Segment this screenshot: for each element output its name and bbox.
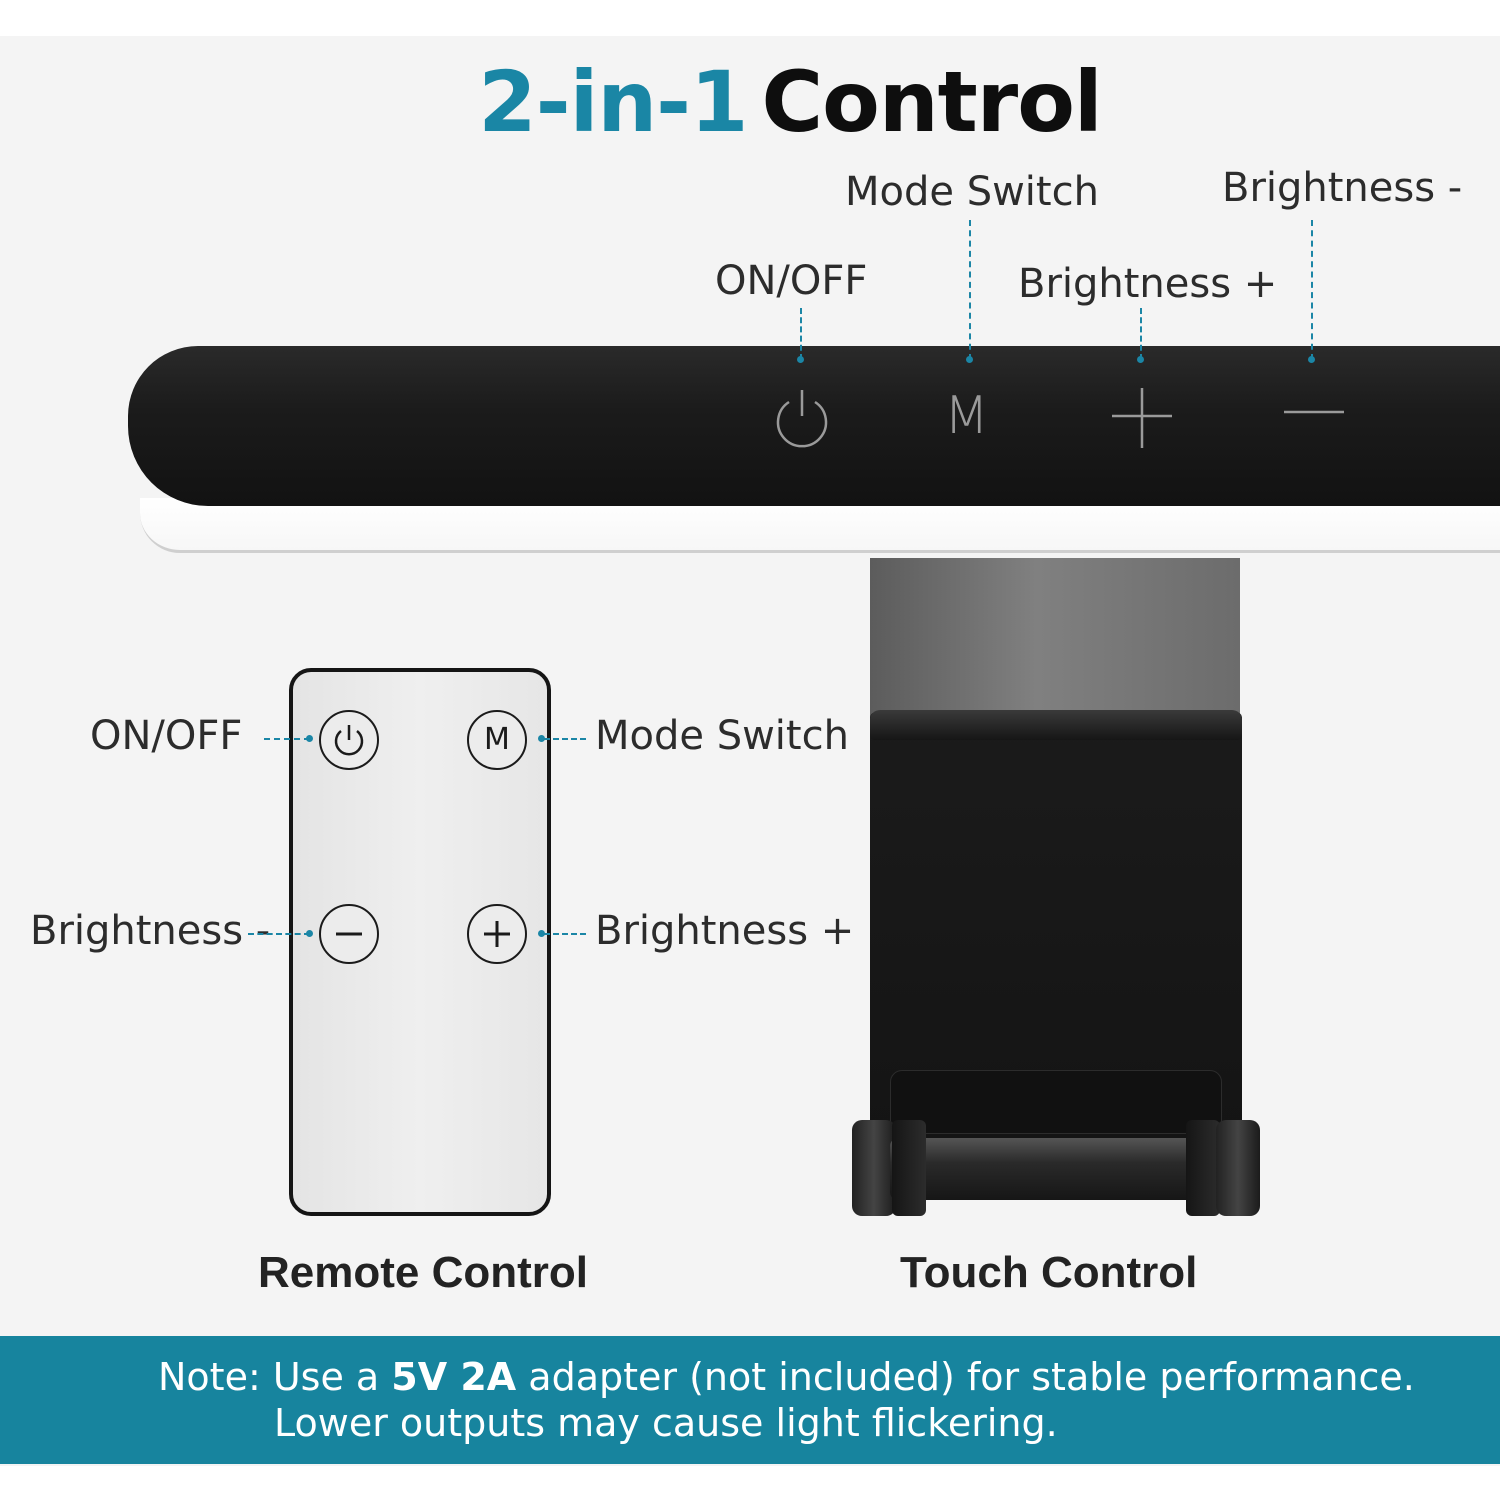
leader-dot-remote-mode — [538, 735, 545, 742]
remote-minus-button[interactable] — [319, 904, 379, 964]
leader-brightness-plus — [1140, 308, 1142, 360]
remote-label-brightness-plus: Brightness + — [595, 908, 855, 954]
remote-label-mode-switch: Mode Switch — [595, 713, 849, 759]
leader-dot-mode-switch — [966, 356, 973, 363]
remote-control: M — [289, 668, 551, 1216]
note-banner: Note: Use a 5V 2A adapter (not included)… — [0, 1336, 1500, 1464]
remote-label-brightness-minus: Brightness - — [30, 908, 271, 954]
note-spec: 5V 2A — [391, 1355, 517, 1399]
stand-hinge — [852, 1120, 1260, 1216]
mode-m-icon[interactable]: M — [944, 386, 989, 446]
remote-mode-label: M — [484, 722, 510, 757]
lamp-light-strip — [140, 498, 1500, 553]
leader-mode-switch — [969, 220, 971, 360]
lamp-bar — [128, 346, 1500, 506]
remote-plus-button[interactable] — [467, 904, 527, 964]
leader-remote-mode — [544, 738, 586, 740]
caption-remote-control: Remote Control — [258, 1248, 588, 1297]
leader-dot-on-off — [797, 356, 804, 363]
remote-power-button[interactable] — [319, 710, 379, 770]
stand-upper — [870, 558, 1240, 718]
leader-on-off — [800, 308, 802, 360]
stand-hinge-plate — [890, 1070, 1222, 1134]
remote-plus-icon — [484, 921, 510, 947]
note-line-1: Note: Use a 5V 2A adapter (not included)… — [158, 1358, 1415, 1396]
title-accent: 2-in-1 — [478, 53, 748, 151]
note-prefix: Note: Use a — [158, 1355, 392, 1399]
caption-touch-control: Touch Control — [900, 1248, 1198, 1297]
leader-brightness-minus — [1311, 220, 1313, 360]
note-suffix: adapter (not included) for stable perfor… — [516, 1355, 1415, 1399]
leader-remote-brightness-plus — [544, 933, 586, 935]
remote-label-on-off: ON/OFF — [90, 713, 243, 759]
power-icon[interactable] — [770, 386, 834, 450]
title-main: Control — [761, 53, 1102, 151]
remote-mode-button[interactable]: M — [467, 710, 527, 770]
minus-icon[interactable] — [1282, 386, 1346, 450]
touch-label-brightness-plus: Brightness + — [1018, 261, 1278, 307]
leader-dot-brightness-minus — [1308, 356, 1315, 363]
leader-dot-remote-plus — [538, 930, 545, 937]
leader-dot-remote-on-off — [306, 735, 313, 742]
leader-remote-on-off — [264, 738, 310, 740]
note-line-2: Lower outputs may cause light flickering… — [274, 1401, 1058, 1445]
remote-power-icon — [334, 725, 364, 756]
leader-dot-remote-minus — [306, 930, 313, 937]
touch-label-mode-switch: Mode Switch — [845, 169, 1099, 215]
leader-dot-brightness-plus — [1137, 356, 1144, 363]
remote-minus-icon — [336, 932, 362, 936]
plus-icon[interactable] — [1110, 386, 1174, 450]
touch-label-brightness-minus: Brightness - — [1222, 165, 1463, 211]
stand-lip — [870, 710, 1242, 740]
leader-remote-brightness-minus — [248, 933, 310, 935]
touch-label-on-off: ON/OFF — [715, 258, 868, 304]
